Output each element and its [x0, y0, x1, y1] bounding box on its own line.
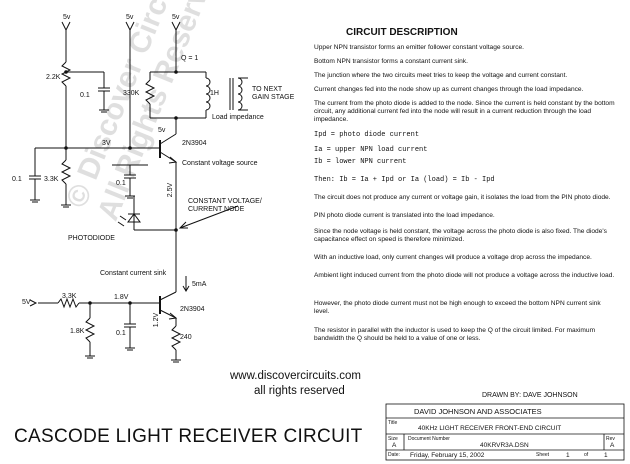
rights-text: all rights reserved — [254, 385, 345, 397]
c-bottom-label: 0.1 — [116, 330, 126, 337]
secondary-coil — [237, 77, 243, 111]
desc-p5: The current from the photo diode is adde… — [314, 100, 615, 123]
desc-p7: PIN photo diode current is translated in… — [314, 212, 495, 219]
r-240-label: 240 — [180, 334, 192, 341]
desc-p8: Since the node voltage is held constant,… — [314, 228, 607, 243]
v-1-8v-label: 1.8V — [114, 294, 129, 301]
vcc-mid-label: 5v — [126, 14, 134, 21]
q-label: Q = 1 — [181, 55, 199, 62]
r-3-3k-left-label: 3.3K — [44, 176, 59, 183]
desc-p4: Current changes fed into the node show u… — [314, 86, 584, 93]
sheet-value: 1 — [566, 452, 570, 459]
resistor-1-8k — [84, 317, 96, 343]
i-5ma-label: 5mA — [192, 281, 207, 288]
desc-eq1: Ipd = photo diode current — [314, 131, 420, 139]
title-value: 40KHz LIGHT RECEIVER FRONT-END CIRCUIT — [418, 425, 562, 432]
rev-label: Rev — [606, 436, 615, 442]
size-label: Size — [388, 436, 398, 442]
sheet-label: Sheet — [536, 452, 550, 458]
r-330k-label: 330K — [123, 90, 140, 97]
diagram-title: CASCODE LIGHT RECEIVER CIRCUIT — [14, 426, 363, 447]
of-label: of — [584, 452, 589, 458]
constant-voltage-source-label: Constant voltage source — [182, 160, 258, 167]
desc-p11: However, the photo diode current must no… — [314, 300, 601, 315]
constant-current-sink-label: Constant current sink — [100, 270, 167, 277]
vcc-right-arrow — [171, 21, 181, 32]
resistor-3-3k-bottom — [57, 297, 80, 309]
c-top-label: 0.1 — [80, 92, 90, 99]
resistor-330k — [144, 79, 156, 105]
size-value: A — [392, 442, 397, 449]
q-upper-label: 2N3904 — [182, 140, 207, 147]
title-label: Title — [388, 420, 398, 426]
desc-p10: Ambient light induced current from the p… — [314, 272, 615, 279]
collector-5v-label: 5v — [158, 127, 166, 134]
drawn-by: DRAWN BY: DAVE JOHNSON — [482, 392, 578, 399]
inductor-label: 1H — [210, 90, 219, 97]
vcc-left-label: 5v — [63, 14, 71, 21]
vcc-mid-arrow — [125, 21, 135, 32]
desc-p6: The circuit does not produce any current… — [314, 194, 611, 201]
cv-node-line1: CONSTANT VOLTAGE/ — [188, 198, 262, 205]
desc-eq2: Ia = upper NPN load current — [314, 146, 428, 154]
vcc-left-arrow — [61, 21, 71, 32]
desc-eq3: Ib = lower NPN current — [314, 158, 407, 166]
docnum-value: 40KRVR3A.DSN — [480, 442, 529, 449]
photodiode-symbol — [127, 213, 141, 223]
desc-eq4: Then: Ib = Ia + Ipd or Ia (load) = Ib - … — [314, 176, 495, 184]
resistor-240 — [170, 325, 182, 351]
resistor-2-2k — [60, 61, 72, 87]
desc-p9: With an inductive load, only current cha… — [314, 254, 592, 261]
c-left-label: 0.1 — [12, 176, 22, 183]
inductor-1h — [205, 77, 211, 111]
date-value: Friday, February 15, 2002 — [410, 452, 485, 459]
cv-node-line2: CURRENT NODE — [188, 206, 245, 213]
docnum-label: Document Number — [408, 436, 450, 442]
rev-value: A — [610, 442, 615, 449]
description-title: CIRCUIT DESCRIPTION — [346, 27, 458, 38]
r-1-8k-label: 1.8K — [70, 328, 85, 335]
v-3v-label: 3V — [102, 140, 111, 147]
v-1-2v-label: 1.2V — [153, 312, 161, 328]
v-in-label: 5V — [22, 299, 31, 306]
of-value: 1 — [604, 452, 608, 459]
date-label: Date: — [388, 452, 400, 458]
desc-p12: The resistor in parallel with the induct… — [314, 327, 596, 342]
r-3-3k-bottom-label: 3.3K — [62, 293, 77, 300]
q-lower-label: 2N3904 — [180, 306, 205, 313]
company-name: DAVID JOHNSON AND ASSOCIATES — [414, 407, 542, 416]
photodiode-label: PHOTODIODE — [68, 235, 115, 242]
v-2-5v-label: 2.5V — [167, 182, 175, 198]
resistor-3-3k-left — [60, 159, 72, 185]
title-block-frame — [385, 403, 625, 461]
to-next-line1: TO NEXT — [252, 86, 283, 93]
desc-p3: The junction where the two circuits meet… — [314, 72, 568, 79]
to-next-line2: GAIN STAGE — [252, 94, 295, 101]
load-impedance-label: Load impedance — [212, 114, 264, 121]
desc-p2: Bottom NPN transistor forms a constant c… — [314, 58, 468, 65]
r-2-2k-label: 2.2K — [46, 74, 61, 81]
site-url: www.discovercircuits.com — [230, 370, 361, 382]
c-mid-label: 0.1 — [116, 180, 126, 187]
vcc-right-label: 5v — [172, 14, 180, 21]
desc-p1: Upper NPN transistor forms an emitter fo… — [314, 44, 524, 51]
